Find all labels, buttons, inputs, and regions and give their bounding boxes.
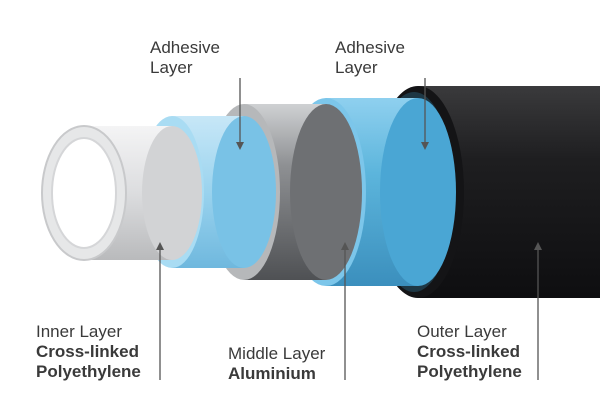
- adhesive-label-1-line2: Layer: [150, 58, 193, 77]
- outer-layer-material-line2: Polyethylene: [417, 362, 522, 381]
- inner-layer-label: Inner Layer Cross-linked Polyethylene: [36, 322, 141, 382]
- inner-layer-material-line2: Polyethylene: [36, 362, 141, 381]
- middle-layer-label: Middle Layer Aluminium: [228, 344, 325, 384]
- middle-layer-title: Middle Layer: [228, 344, 326, 363]
- adhesive-label-1-line1: Adhesive: [150, 38, 220, 57]
- adhesive-layer-label-2: Adhesive Layer: [335, 38, 405, 78]
- outer-layer-material-line1: Cross-linked: [417, 342, 520, 361]
- inner-layer-shape: [41, 125, 202, 261]
- leader-arrowheads: [156, 142, 542, 250]
- outer-layer-label: Outer Layer Cross-linked Polyethylene: [417, 322, 522, 382]
- adhesive-label-2-line1: Adhesive: [335, 38, 405, 57]
- inner-layer-title: Inner Layer: [36, 322, 122, 341]
- middle-layer-material: Aluminium: [228, 364, 316, 383]
- adhesive-label-2-line2: Layer: [335, 58, 378, 77]
- outer-layer-title: Outer Layer: [417, 322, 507, 341]
- leader-lines: [159, 78, 539, 380]
- inner-layer-material-line1: Cross-linked: [36, 342, 139, 361]
- adhesive-layer-label-1: Adhesive Layer: [150, 38, 220, 78]
